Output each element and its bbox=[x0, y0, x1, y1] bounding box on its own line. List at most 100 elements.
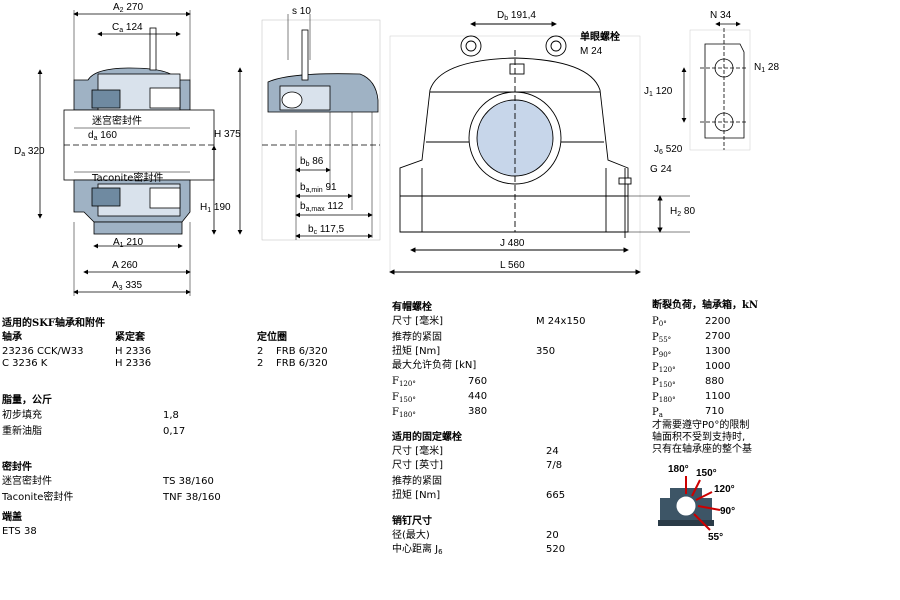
th-sleeve: 紧定套 bbox=[115, 332, 145, 343]
seal-labyrinth-label: 迷宫密封件 bbox=[2, 476, 52, 487]
dim-a: A 260 bbox=[112, 260, 138, 271]
label-eyebolt: 单眼螺栓 bbox=[580, 32, 620, 43]
dim-bb: bb 86 bbox=[300, 156, 324, 168]
fix-torque-value: 665 bbox=[546, 490, 566, 501]
load-p90-label: P90° bbox=[652, 347, 672, 359]
load-p0-label: P0° bbox=[652, 316, 667, 328]
fix-size-in-value: 7/8 bbox=[546, 460, 563, 471]
load-note-line2: 轴面积不受到支持时, bbox=[652, 432, 746, 443]
heading-suitable-parts: 适用的SKF轴承和附件 bbox=[2, 318, 106, 329]
dim-g: G 24 bbox=[650, 164, 672, 175]
technical-drawings bbox=[37, 10, 751, 296]
max-load-label: 最大允许负荷 [kN] bbox=[392, 360, 477, 371]
dim-a2: A2 270 bbox=[113, 2, 144, 14]
dim-h2: H2 80 bbox=[670, 206, 696, 218]
grease-relub-label: 重新油脂 bbox=[2, 426, 42, 437]
row2-ring: FRB 6/320 bbox=[276, 358, 328, 369]
load-p180-value: 1100 bbox=[705, 391, 731, 402]
dim-bamax: ba,max 112 bbox=[300, 201, 344, 213]
load-p55-label: P55° bbox=[652, 332, 672, 344]
heading-grease: 脂量，公斤 bbox=[2, 395, 52, 406]
housing-icon bbox=[658, 488, 714, 526]
load-pa-value: 710 bbox=[705, 406, 725, 417]
load-pa-label: Pa bbox=[652, 407, 663, 419]
front-view bbox=[389, 21, 690, 275]
angle-55: 55° bbox=[708, 532, 723, 543]
load-p180-label: P180° bbox=[652, 392, 676, 404]
grease-relub-value: 0,17 bbox=[163, 426, 186, 437]
load-p120-label: P120° bbox=[652, 362, 676, 374]
capbolt-torque-label: 扭矩 [Nm] bbox=[392, 346, 441, 357]
label-taconite-seal: Taconite密封件 bbox=[92, 173, 164, 184]
load-p150-label: P150° bbox=[652, 377, 676, 389]
seal-labyrinth-value: TS 38/160 bbox=[163, 476, 214, 487]
angle-180: 180° bbox=[668, 464, 689, 475]
fix-torque-label: 扭矩 [Nm] bbox=[392, 490, 441, 501]
f120-value: 760 bbox=[468, 376, 488, 387]
th-bearing: 轴承 bbox=[2, 332, 22, 343]
dim-a1: A1 210 bbox=[113, 237, 144, 249]
dim-j1: J1 120 bbox=[644, 86, 673, 98]
heading-seals: 密封件 bbox=[2, 462, 32, 473]
heading-cap-bolt: 有帽螺栓 bbox=[392, 302, 432, 313]
dim-s: s 10 bbox=[292, 6, 311, 17]
heading-fixing-bolt: 适用的固定螺栓 bbox=[392, 432, 462, 443]
th-ring: 定位圈 bbox=[257, 332, 287, 343]
heading-breaking-load: 断裂负荷，轴承箱，kN bbox=[652, 300, 759, 311]
row2-sleeve: H 2336 bbox=[115, 358, 152, 369]
load-note-line3: 只有在轴承座的整个基 bbox=[652, 444, 752, 455]
load-direction-diagram: 180° 150° 120° 90° 55° bbox=[658, 464, 735, 543]
dim-da-inner: da 160 bbox=[88, 130, 117, 142]
fix-size-mm-value: 24 bbox=[546, 446, 559, 457]
dim-h1: H1 190 bbox=[200, 202, 231, 214]
row1-bearing: 23236 CCK/W33 bbox=[2, 346, 84, 357]
load-p150-value: 880 bbox=[705, 376, 725, 387]
dim-h: H 375 bbox=[214, 129, 241, 140]
row1-ring: FRB 6/320 bbox=[276, 346, 328, 357]
angle-150: 150° bbox=[696, 468, 717, 479]
f150-value: 440 bbox=[468, 391, 488, 402]
angle-120: 120° bbox=[714, 484, 735, 495]
fix-size-mm-label: 尺寸 [毫米] bbox=[392, 446, 443, 457]
dim-ca: Ca 124 bbox=[112, 22, 143, 34]
capbolt-size-label: 尺寸 [毫米] bbox=[392, 316, 443, 327]
load-p0-value: 2200 bbox=[705, 316, 731, 327]
capbolt-torque-rec: 推荐的紧固 bbox=[392, 332, 442, 343]
dim-bamin: ba,min 91 bbox=[300, 182, 337, 194]
row2-qty: 2 bbox=[257, 358, 264, 369]
fix-size-in-label: 尺寸 [英寸] bbox=[392, 460, 443, 471]
f120-label: F120° bbox=[392, 376, 416, 388]
row2-bearing: C 3236 K bbox=[2, 358, 48, 369]
dowel-dist-label: 中心距离 J6 bbox=[392, 544, 443, 556]
grease-initial-label: 初步填充 bbox=[2, 410, 42, 421]
heading-dowel: 销钉尺寸 bbox=[392, 516, 432, 527]
row1-sleeve: H 2336 bbox=[115, 346, 152, 357]
dim-l: L 560 bbox=[500, 260, 525, 271]
label-eyebolt-size: M 24 bbox=[580, 46, 603, 57]
dim-j: J 480 bbox=[500, 238, 525, 249]
capbolt-size-value: M 24x150 bbox=[536, 316, 586, 327]
fix-torque-rec: 推荐的紧固 bbox=[392, 476, 442, 487]
load-p120-value: 1000 bbox=[705, 361, 731, 372]
f180-value: 380 bbox=[468, 406, 488, 417]
dim-n1: N1 28 bbox=[754, 62, 780, 74]
dowel-dia-label: 径(最大) bbox=[392, 530, 430, 541]
dim-db: Db 191,4 bbox=[497, 10, 536, 22]
load-note-line1: 才需要遵守P0°的限制 bbox=[652, 420, 750, 431]
label-labyrinth-seal: 迷宫密封件 bbox=[92, 116, 142, 127]
dim-n: N 34 bbox=[710, 10, 732, 21]
partial-section-view bbox=[261, 14, 381, 241]
end-cover-value: ETS 38 bbox=[2, 526, 37, 537]
load-arrows bbox=[685, 476, 721, 531]
top-view bbox=[681, 21, 751, 151]
grease-initial-value: 1,8 bbox=[163, 410, 179, 421]
f150-label: F150° bbox=[392, 392, 416, 404]
heading-end-cover: 端盖 bbox=[2, 512, 22, 523]
dim-da-outer: Da 320 bbox=[14, 146, 45, 158]
row1-qty: 2 bbox=[257, 346, 264, 357]
dowel-dia-value: 20 bbox=[546, 530, 559, 541]
dowel-dist-value: 520 bbox=[546, 544, 566, 555]
seal-taconite-label: Taconite密封件 bbox=[2, 492, 74, 503]
capbolt-torque-value: 350 bbox=[536, 346, 556, 357]
load-p90-value: 1300 bbox=[705, 346, 731, 357]
